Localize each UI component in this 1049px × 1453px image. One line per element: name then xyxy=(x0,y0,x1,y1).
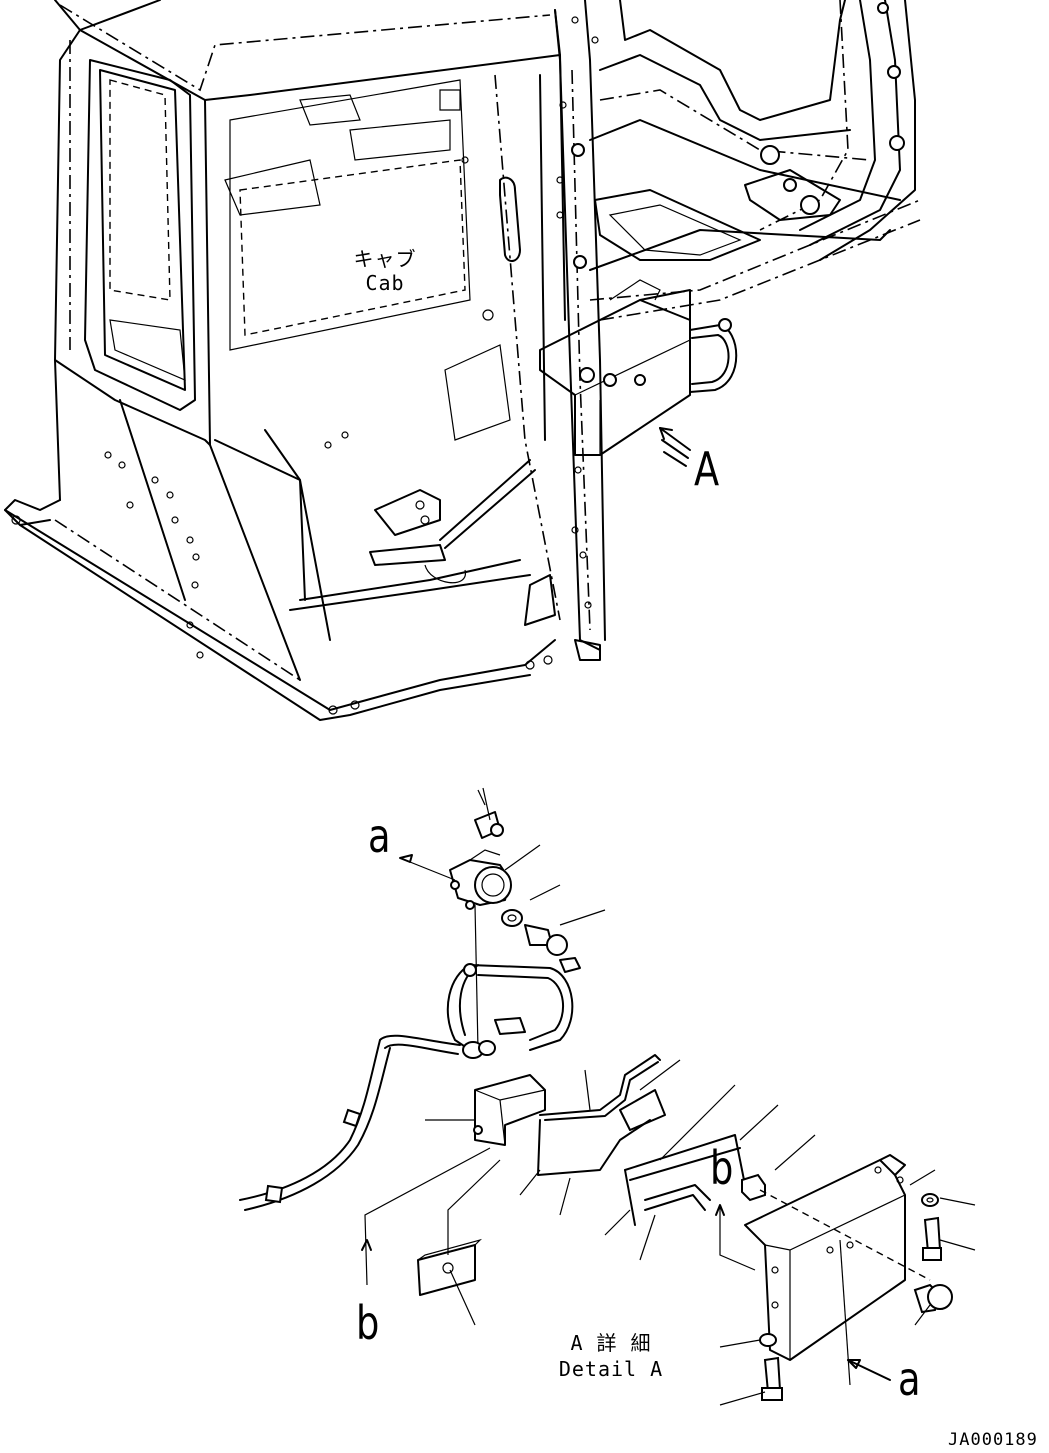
detail-a-illustration xyxy=(239,787,976,1406)
detail-a-label: A 詳 細 Detail A xyxy=(556,1330,666,1382)
cab-label-jp: キャブ xyxy=(353,247,417,271)
cab-label: キャブ Cab xyxy=(345,247,425,295)
detail-a-label-jp: A 詳 細 xyxy=(570,1331,652,1355)
connector-a-bottom: a xyxy=(898,1352,921,1406)
connector-b-left: b xyxy=(356,1296,380,1350)
connector-b-right: b xyxy=(710,1141,734,1195)
bolt-holes xyxy=(11,16,599,715)
cab-label-en: Cab xyxy=(365,271,405,295)
drawing-reference: JA000189 xyxy=(948,1430,1038,1450)
connector-a-top: a xyxy=(368,809,391,863)
cab-frame-illustration xyxy=(4,0,921,721)
detail-a-label-en: Detail A xyxy=(558,1357,664,1381)
view-marker-a: A xyxy=(694,442,720,496)
